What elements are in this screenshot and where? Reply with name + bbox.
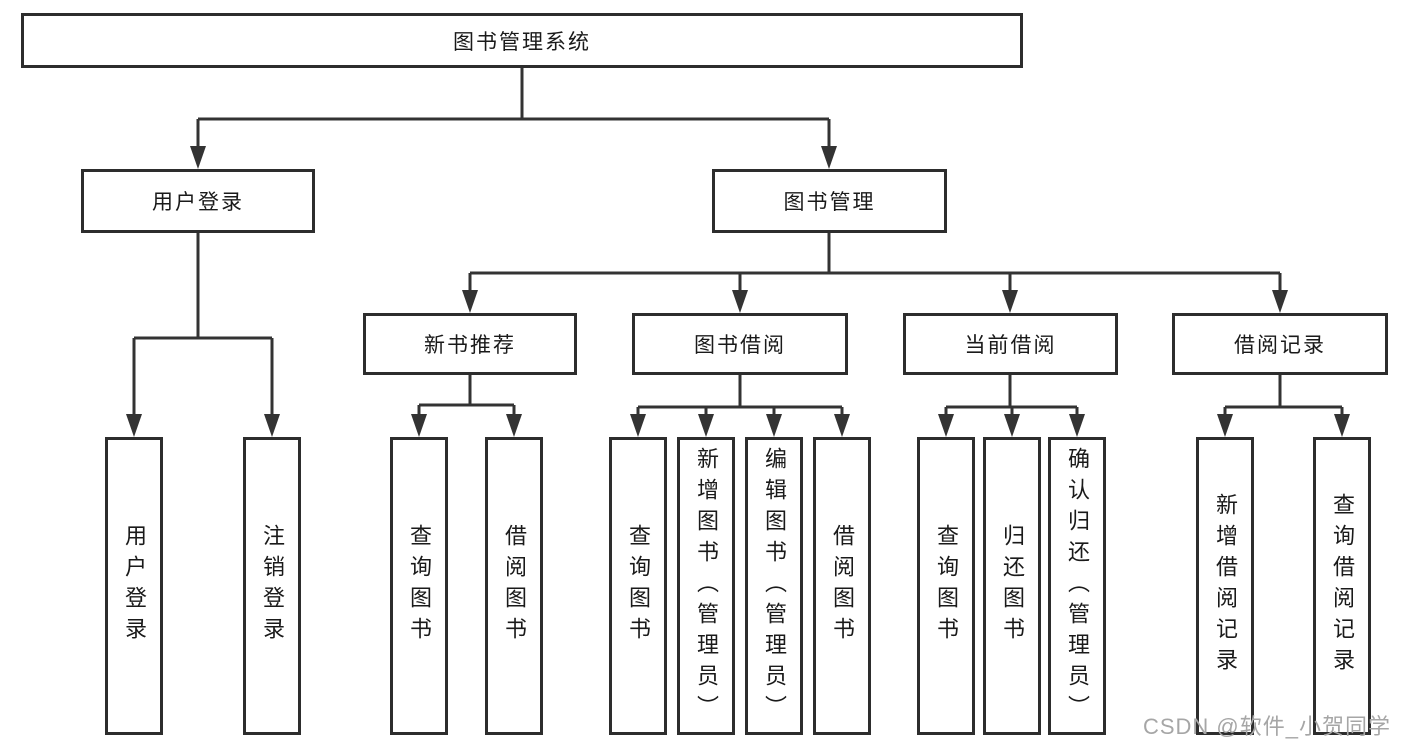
connector-user-login-to-leaves xyxy=(126,232,280,437)
leaf-borrow-books-recommend: 借阅图书 xyxy=(485,437,543,735)
node-borrowing-records: 借阅记录 xyxy=(1172,313,1388,375)
node-library-management-system: 图书管理系统 xyxy=(21,13,1023,68)
leaf-add-books-admin: 新增图书（管理员） xyxy=(677,437,735,735)
connector-new-book-to-leaves xyxy=(411,375,522,437)
node-current-borrowing: 当前借阅 xyxy=(903,313,1118,375)
leaf-query-books-current: 查询图书 xyxy=(917,437,975,735)
leaf-query-borrow-record: 查询借阅记录 xyxy=(1313,437,1371,735)
leaf-user-login: 用户登录 xyxy=(105,437,163,735)
leaf-confirm-return-admin: 确认归还（管理员） xyxy=(1048,437,1106,735)
csdn-watermark: CSDN @软件_小贺同学 xyxy=(1142,714,1391,739)
node-new-book-recommendation: 新书推荐 xyxy=(363,313,577,375)
connector-root-to-level2 xyxy=(190,68,837,169)
connector-borrow-records-to-leaves xyxy=(1217,375,1350,437)
connector-book-mgmt-to-level3 xyxy=(462,233,1288,313)
connector-book-borrow-to-leaves xyxy=(630,375,850,437)
leaf-edit-books-admin: 编辑图书（管理员） xyxy=(745,437,803,735)
node-book-management: 图书管理 xyxy=(712,169,947,233)
leaf-logout: 注销登录 xyxy=(243,437,301,735)
leaf-query-books-recommend: 查询图书 xyxy=(390,437,448,735)
connector-current-borrow-to-leaves xyxy=(938,375,1085,437)
node-book-borrowing: 图书借阅 xyxy=(632,313,848,375)
leaf-return-books: 归还图书 xyxy=(983,437,1041,735)
leaf-query-books-borrow: 查询图书 xyxy=(609,437,667,735)
leaf-borrow-books: 借阅图书 xyxy=(813,437,871,735)
leaf-add-borrow-record: 新增借阅记录 xyxy=(1196,437,1254,735)
node-user-login: 用户登录 xyxy=(81,169,315,233)
